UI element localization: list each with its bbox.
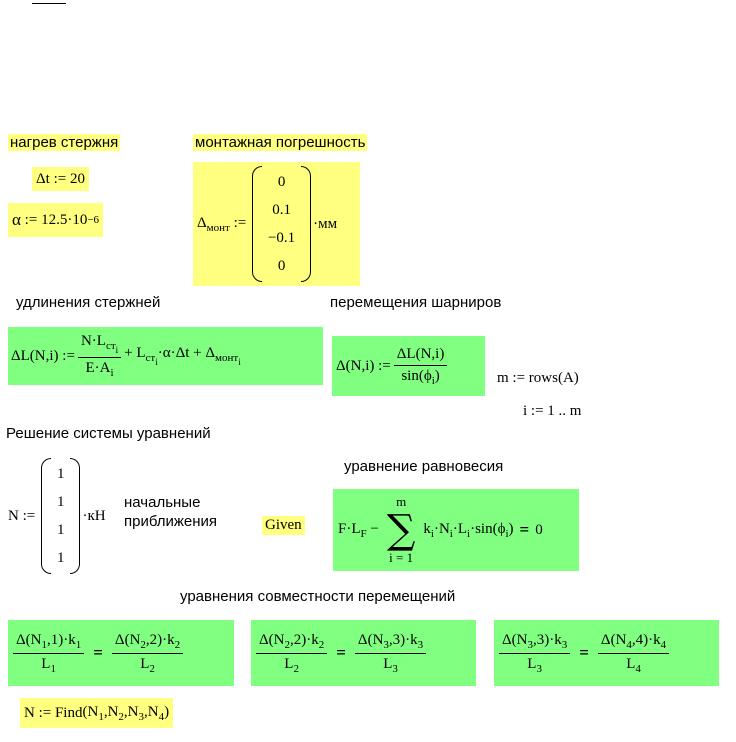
n-vector: 1 1 1 1 [40, 458, 81, 574]
equilibrium-equation[interactable]: F·LF − m ∑ i = 1 ki·Ni·Li·sin(ϕi) = 0 [333, 489, 579, 571]
alpha-base: 10 [72, 211, 88, 228]
given-keyword[interactable]: Given [262, 516, 305, 535]
dt-definition[interactable]: Δt := 20 [32, 167, 89, 191]
mount-vector-cell: 0 [277, 257, 286, 274]
label-mount-error: монтажная погрешность [193, 134, 368, 151]
mount-vector: 0 0.1 −0.1 0 [251, 166, 312, 282]
n-vector-cell: 1 [56, 521, 65, 538]
top-underline-mark [32, 3, 66, 4]
i-definition[interactable]: i := 1 .. m [523, 403, 582, 419]
alpha-definition[interactable]: α := 12.5·10−6 [8, 203, 104, 237]
compat-eq-2[interactable]: Δ(N2,2)·k2 L2 = Δ(N3,3)·k3 L3 [251, 620, 476, 686]
n-initial-definition[interactable]: N := 1 1 1 1 ·кН [8, 454, 106, 578]
alpha-mantissa: 12.5 [41, 211, 68, 228]
sum-operator: m ∑ i = 1 [386, 494, 416, 565]
alpha-exp: −6 [87, 214, 100, 226]
elongation-formula[interactable]: ΔL(N,i) := N·Lстi E·Ai + Lстi·α·Δt + Δмо… [8, 327, 323, 385]
label-compatibility: уравнения совместности перемещений [180, 588, 456, 605]
displacement-fraction: ΔL(N,i) sin(ϕi) [393, 346, 448, 387]
n-vector-cell: 1 [56, 549, 65, 566]
find-solution[interactable]: N := Find(N1,N2,N3,N4) [20, 698, 174, 728]
elongation-fraction: N·Lстi E·Ai [77, 333, 122, 379]
label-initial-line1: начальные [124, 494, 201, 511]
label-equilibrium: уравнение равновесия [344, 458, 504, 475]
label-initial-line2: приближения [124, 513, 218, 530]
displacement-formula[interactable]: Δ(N,i) := ΔL(N,i) sin(ϕi) [332, 336, 485, 396]
compat-eq-3[interactable]: Δ(N3,3)·k3 L3 = Δ(N4,4)·k4 L4 [494, 620, 719, 686]
n-vector-cell: 1 [56, 465, 65, 482]
rhs-zero: 0 [535, 521, 543, 538]
label-solving: Решение системы уравнений [6, 425, 211, 442]
mount-unit: мм [318, 215, 338, 232]
sum-lower: i = 1 [389, 550, 414, 565]
compat-eq-1[interactable]: Δ(N1,1)·k1 L1 = Δ(N2,2)·k2 L2 [8, 620, 234, 686]
mount-error-definition[interactable]: Δмонт := 0 0.1 −0.1 0 ·мм [193, 162, 360, 286]
mount-vector-cell: 0.1 [272, 201, 291, 218]
label-elongations: удлинения стержней [16, 294, 161, 311]
sum-upper: m [396, 494, 407, 509]
mount-vector-cell: −0.1 [267, 229, 296, 246]
n-vector-cell: 1 [56, 493, 65, 510]
label-heating: нагрев стержня [8, 134, 121, 151]
mount-vector-cell: 0 [277, 173, 286, 190]
n-unit: кН [87, 507, 106, 524]
m-definition[interactable]: m := rows(A) [497, 370, 579, 386]
dt-value: 20 [69, 170, 85, 187]
find-function: Find [54, 704, 83, 721]
label-displacements: перемещения шарниров [330, 294, 502, 311]
